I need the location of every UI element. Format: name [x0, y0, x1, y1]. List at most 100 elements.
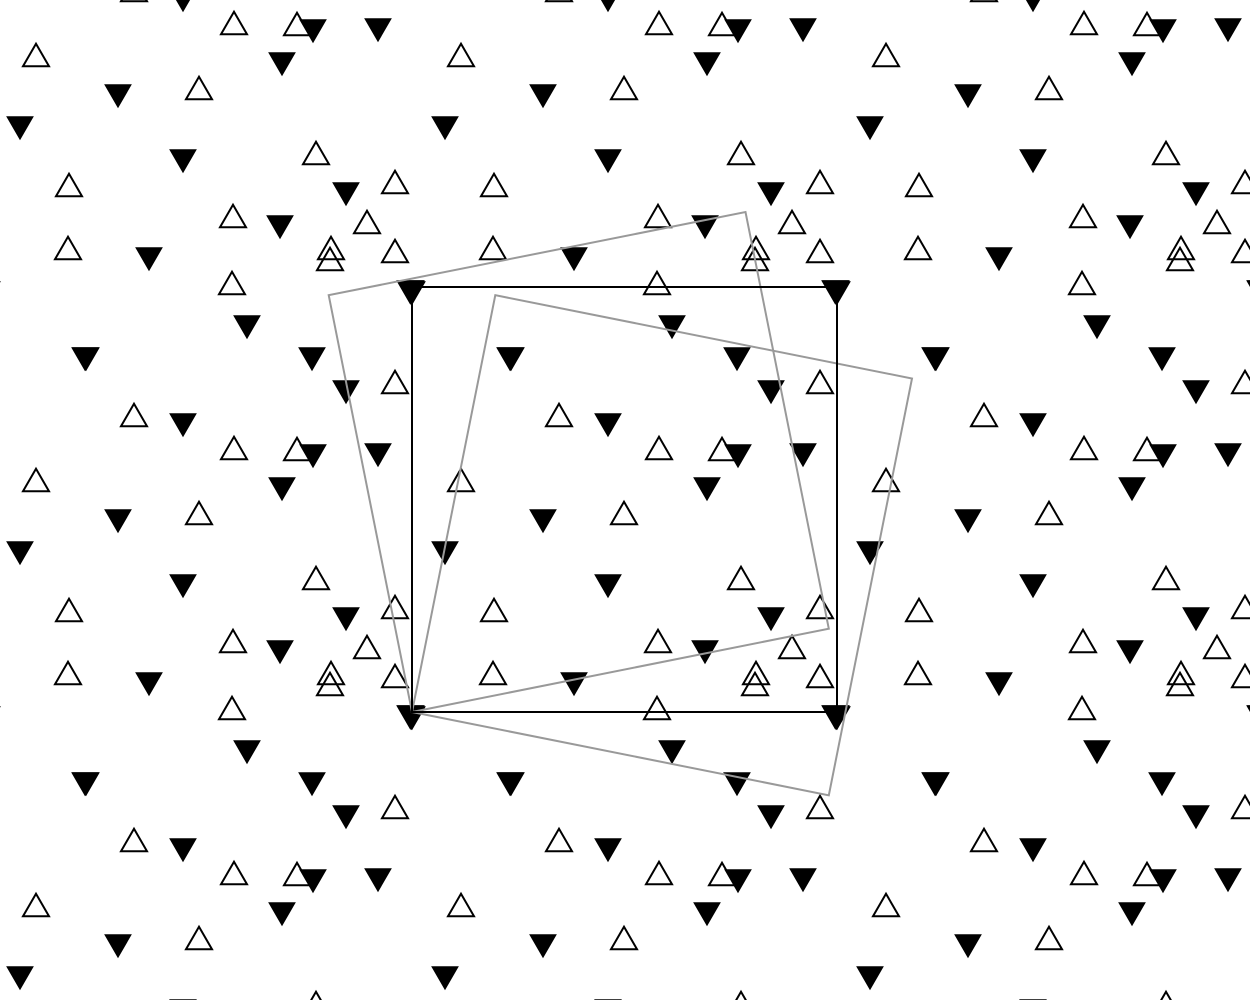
outline-up-triangle	[219, 859, 249, 886]
outline-up-triangle	[315, 245, 345, 272]
outline-up-triangle	[217, 694, 247, 721]
filled-down-triangle	[693, 902, 721, 927]
filled-down-triangle	[856, 116, 884, 141]
outline-up-triangle	[380, 237, 410, 264]
outline-up-triangle	[1067, 694, 1097, 721]
filled-down-triangle	[658, 740, 686, 765]
outline-up-triangle	[1034, 924, 1064, 951]
filled-down-triangle	[757, 805, 785, 830]
outline-up-triangle	[219, 9, 249, 36]
filled-down-triangle	[1118, 902, 1146, 927]
filled-down-triangle	[1083, 315, 1111, 340]
filled-down-triangle	[497, 347, 525, 372]
filled-down-triangle	[856, 966, 884, 991]
filled-down-triangle	[233, 315, 261, 340]
outline-up-triangle	[54, 596, 84, 623]
filled-down-triangle	[658, 315, 686, 340]
filled-down-triangle	[985, 247, 1013, 272]
filled-down-triangle	[723, 347, 751, 372]
filled-down-triangle	[104, 934, 132, 959]
outline-up-triangle	[642, 269, 672, 296]
outline-up-triangle	[904, 596, 934, 623]
outline-up-triangle	[1230, 168, 1250, 195]
filled-down-triangle	[1148, 772, 1176, 797]
outline-up-triangle	[1230, 793, 1250, 820]
outline-up-triangle	[119, 0, 149, 3]
rotated-square-1	[410, 294, 914, 797]
outline-up-triangle	[1230, 593, 1250, 620]
outline-up-triangle	[21, 466, 51, 493]
filled-down-triangle	[985, 672, 1013, 697]
outline-up-triangle	[903, 234, 933, 261]
outline-up-triangle	[218, 202, 248, 229]
outline-up-triangle	[726, 139, 756, 166]
outline-up-triangle	[301, 564, 331, 591]
outline-up-triangle	[805, 593, 835, 620]
outline-up-triangle	[184, 74, 214, 101]
filled-down-triangle	[233, 740, 261, 765]
outline-up-triangle	[380, 662, 410, 689]
filled-down-triangle	[497, 772, 525, 797]
filled-down-triangle	[175, 0, 191, 13]
outline-up-triangle	[446, 891, 476, 918]
outline-up-triangle	[805, 793, 835, 820]
outline-up-triangle	[805, 168, 835, 195]
outline-up-triangle	[54, 171, 84, 198]
primary-square	[411, 286, 838, 713]
outline-up-triangle	[380, 793, 410, 820]
outline-up-triangle	[871, 41, 901, 68]
outline-up-triangle	[740, 670, 770, 697]
filled-down-triangle	[364, 868, 392, 893]
filled-down-triangle	[1025, 0, 1041, 13]
outline-up-triangle	[446, 466, 476, 493]
filled-down-triangle	[268, 477, 296, 502]
outline-up-triangle	[609, 74, 639, 101]
filled-down-triangle	[104, 84, 132, 109]
filled-down-triangle	[268, 52, 296, 77]
filled-down-triangle	[1019, 838, 1047, 863]
filled-down-triangle	[789, 868, 817, 893]
outline-up-triangle	[478, 234, 508, 261]
outline-up-triangle	[53, 234, 83, 261]
filled-down-triangle	[529, 509, 557, 534]
outline-up-triangle	[1202, 208, 1232, 235]
outline-up-triangle	[642, 694, 672, 721]
outline-up-triangle	[316, 659, 346, 686]
outline-up-triangle	[969, 0, 999, 3]
outline-up-triangle	[644, 434, 674, 461]
outline-up-triangle	[1034, 74, 1064, 101]
filled-down-triangle	[431, 541, 459, 566]
filled-down-triangle	[72, 772, 100, 797]
filled-down-triangle	[1019, 574, 1047, 599]
filled-down-triangle	[6, 541, 34, 566]
outline-up-triangle	[119, 401, 149, 428]
outline-up-triangle	[740, 245, 770, 272]
filled-down-triangle	[6, 116, 34, 141]
outline-up-triangle	[1230, 368, 1250, 395]
filled-down-triangle	[1214, 868, 1242, 893]
outline-up-triangle	[544, 826, 574, 853]
filled-down-triangle	[922, 347, 950, 372]
filled-down-triangle	[104, 509, 132, 534]
filled-down-triangle	[693, 477, 721, 502]
square-frames	[327, 210, 914, 797]
outline-up-triangle	[643, 627, 673, 654]
filled-down-triangle	[954, 934, 982, 959]
outline-up-triangle	[544, 401, 574, 428]
outline-up-triangle	[969, 826, 999, 853]
filled-down-triangle	[1118, 52, 1146, 77]
outline-up-triangle	[1034, 499, 1064, 526]
outline-up-triangle	[644, 9, 674, 36]
filled-down-triangle	[169, 574, 197, 599]
filled-down-triangle	[135, 247, 163, 272]
filled-down-triangle	[529, 934, 557, 959]
filled-down-triangle	[169, 838, 197, 863]
filled-down-triangle	[757, 380, 785, 405]
filled-down-triangle	[135, 672, 163, 697]
outline-up-triangle	[184, 924, 214, 951]
filled-down-triangle	[529, 84, 557, 109]
outline-up-triangle	[184, 499, 214, 526]
outline-up-triangle	[380, 593, 410, 620]
